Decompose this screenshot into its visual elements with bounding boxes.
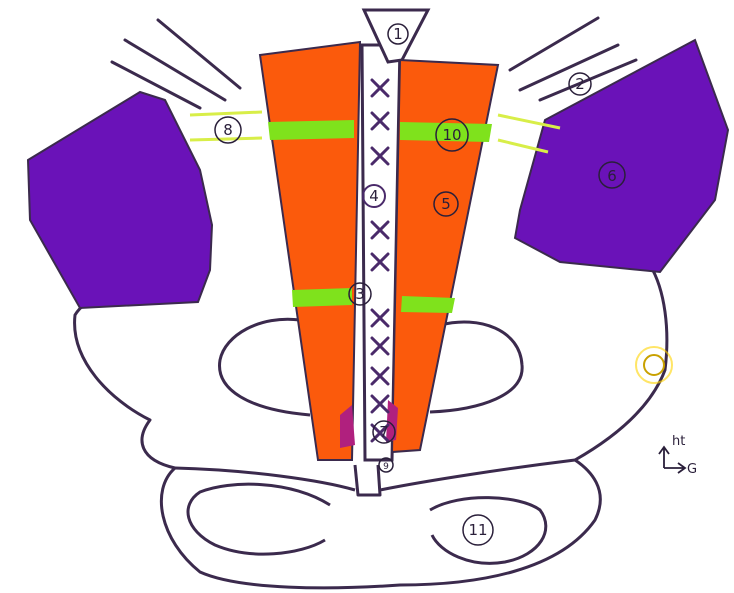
marker-11: 11 (463, 515, 493, 545)
svg-text:6: 6 (607, 167, 617, 185)
svg-text:9: 9 (383, 462, 389, 472)
right-purple-muscle (515, 40, 728, 272)
svg-text:5: 5 (441, 195, 451, 213)
right-arrow-icon (664, 463, 685, 473)
orientation-key (659, 447, 685, 473)
svg-text:1: 1 (393, 25, 403, 43)
orientation-right-label: G (687, 462, 697, 477)
up-arrow-icon (659, 447, 669, 468)
svg-text:10: 10 (442, 126, 461, 144)
svg-text:11: 11 (468, 521, 487, 539)
svg-text:3: 3 (355, 285, 365, 303)
right-orange-muscle (392, 60, 498, 452)
svg-text:7: 7 (379, 423, 389, 441)
left-orange-muscle (260, 42, 360, 460)
marker-2: 2 (569, 73, 591, 95)
svg-text:2: 2 (575, 75, 585, 93)
svg-text:8: 8 (223, 121, 233, 139)
left-purple-muscle (28, 92, 212, 308)
orientation-up-label: ht (672, 434, 685, 449)
svg-text:4: 4 (369, 187, 379, 205)
